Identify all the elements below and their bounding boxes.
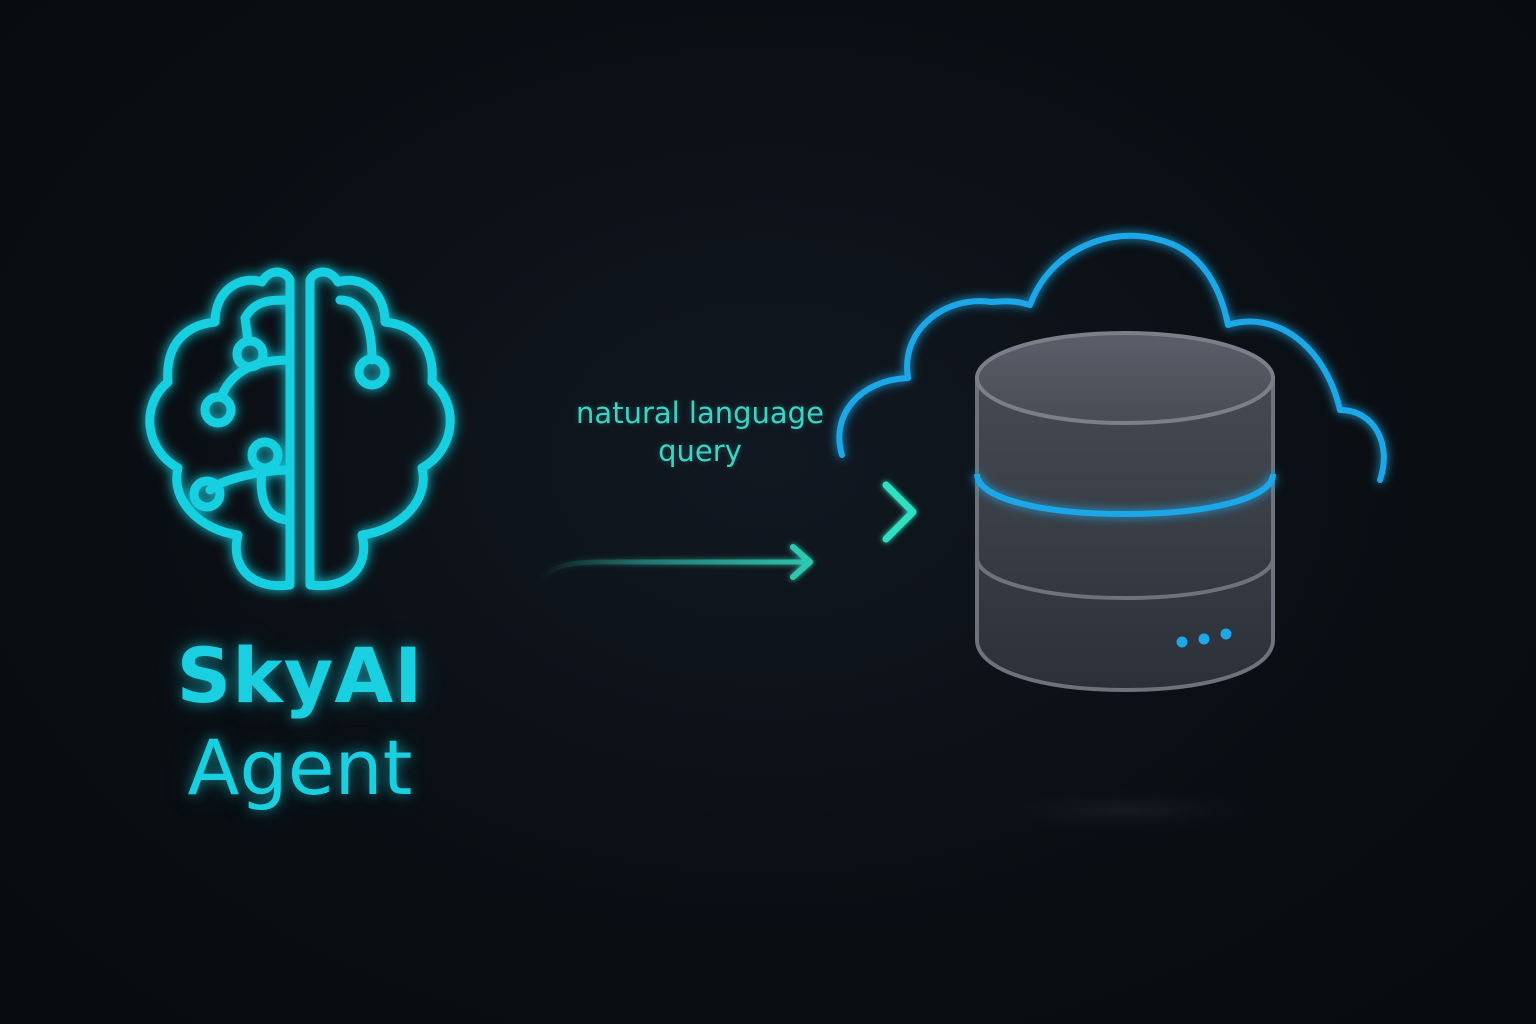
brain-circuit-icon	[145, 267, 455, 591]
floor-shadow	[965, 785, 1285, 835]
arrow-head-main	[882, 481, 917, 543]
query-label-line2: query	[658, 434, 742, 468]
db-band	[974, 473, 1276, 518]
db-status-dot	[1176, 636, 1188, 648]
query-arrow-secondary	[537, 544, 813, 581]
query-arrow-main	[487, 481, 917, 543]
cloud-icon	[836, 232, 1387, 483]
agent-name-line2: Agent	[187, 723, 413, 812]
arrow-head-secondary	[790, 544, 813, 580]
db-status-dot	[1220, 628, 1232, 640]
db-separator	[975, 557, 1275, 601]
database-icon	[974, 331, 1276, 693]
db-top	[975, 331, 1275, 425]
query-label-line1: natural language	[576, 396, 824, 430]
agent-name-line1: SkyAI	[176, 631, 424, 720]
db-status-dot	[1198, 633, 1210, 645]
